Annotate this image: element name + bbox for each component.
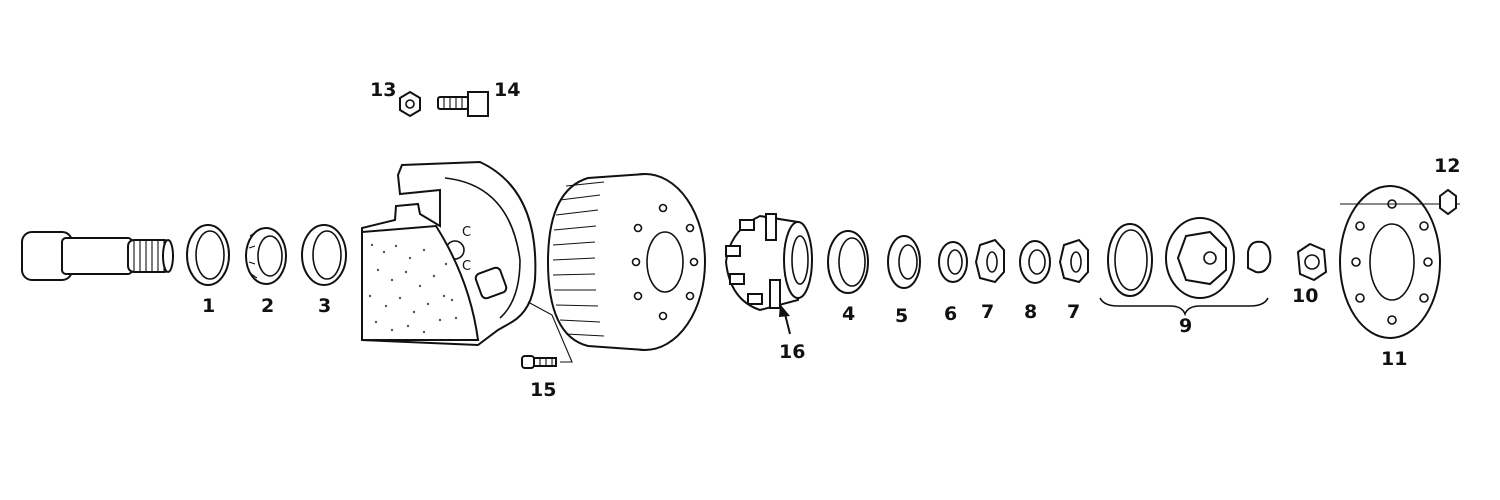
lug-nut-10 [1296,242,1328,282]
nut-12 [1439,188,1457,216]
nut-7a [974,238,1005,284]
label-5: 5 [895,305,908,327]
label-7a: 7 [981,301,994,323]
part-labels: 1 2 3 4 5 6 7 8 7 9 10 11 12 13 14 15 16 [202,79,1460,401]
nut-13 [399,90,421,118]
brake-assembly: C C [361,160,537,347]
bearing-race-4 [827,230,869,294]
label-13: 13 [370,79,396,101]
bolt-14 [437,91,489,117]
label-9: 9 [1179,315,1192,337]
gasket-9 [1107,223,1153,297]
arrow-16 [779,304,791,335]
label-2: 2 [261,295,274,317]
brace-9 [1099,297,1269,317]
washer-6 [938,241,968,283]
lock-washer-8 [1019,240,1051,284]
brake-lining-texture [361,224,480,341]
label-1: 1 [202,295,215,317]
screw-15 [521,301,573,369]
label-7b: 7 [1067,301,1080,323]
svg-text:C: C [462,225,471,240]
label-14: 14 [494,79,520,101]
label-15: 15 [530,379,556,401]
label-3: 3 [318,295,331,317]
label-11: 11 [1381,348,1407,370]
label-6: 6 [944,303,957,325]
hub-16 [724,213,813,312]
flange-plate-11 [1339,185,1460,339]
hub-cap-9 [1165,217,1235,299]
label-10: 10 [1292,285,1318,307]
brake-drum [546,173,706,351]
label-16: 16 [779,341,805,363]
bearing-race-1 [186,224,230,286]
label-12: 12 [1434,155,1460,177]
bearing-cone-2 [245,227,287,285]
spindle [21,231,174,281]
label-4: 4 [842,303,855,325]
bearing-race-3 [301,224,347,286]
svg-text:C: C [462,259,471,274]
label-8: 8 [1024,301,1037,323]
bearing-cone-5 [887,235,921,289]
nut-7b [1058,238,1089,284]
plug-9 [1247,240,1272,274]
